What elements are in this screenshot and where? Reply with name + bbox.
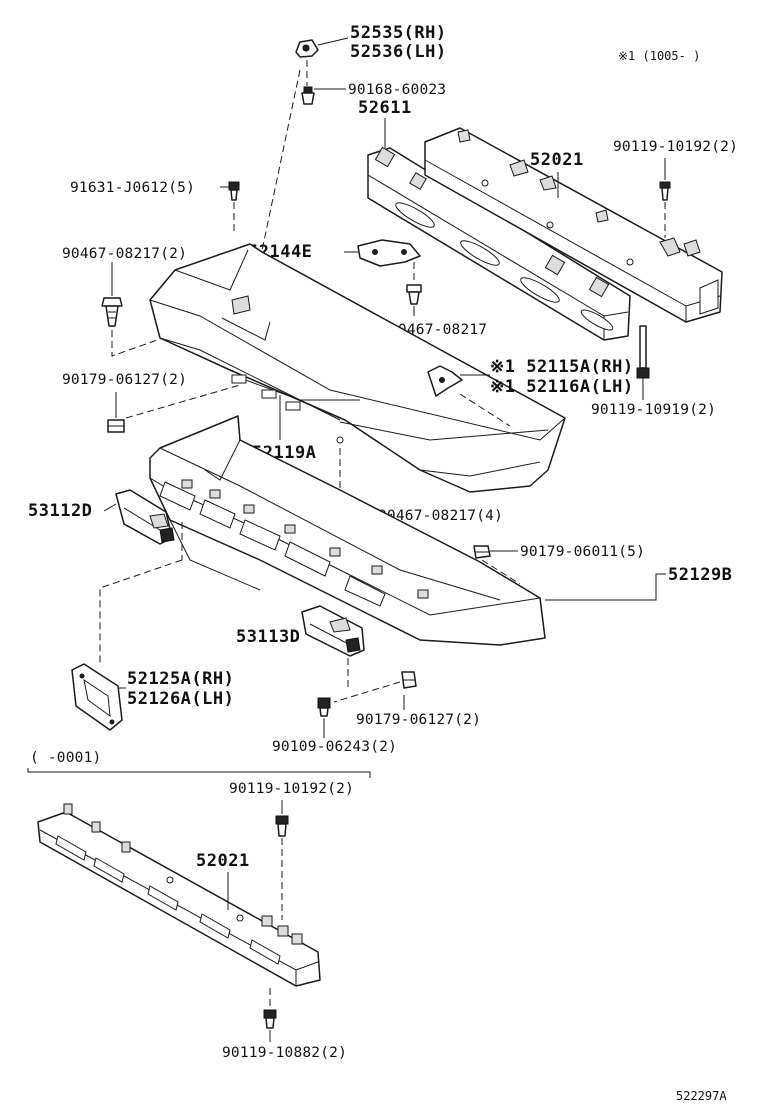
bolt-90119-10192-bottom <box>275 815 289 837</box>
label-90467-2: 90467-08217(2) <box>62 246 187 262</box>
bolt-91631 <box>228 181 240 201</box>
bolt-90168 <box>301 86 315 105</box>
label-90179-06011: 90179-06011(5) <box>520 544 645 560</box>
label-52535: 52535(RH) <box>350 23 447 43</box>
label-52116a: ※1 52116A(LH) <box>490 377 634 397</box>
bracket-52144e <box>357 239 421 267</box>
drawing-number: 522297A <box>676 1089 727 1103</box>
label-90179-06127-bottom: 90179-06127(2) <box>356 712 481 728</box>
bracket-52115a <box>427 365 463 397</box>
bumper-cover-52119a <box>149 243 566 493</box>
retainer-52535 <box>295 39 319 58</box>
label-91631: 91631-J0612(5) <box>70 180 195 196</box>
note-top: ※1 (1005- ) <box>618 49 700 63</box>
label-52021-top: 52021 <box>530 150 584 170</box>
label-53112d: 53112D <box>28 501 92 521</box>
lower-cover-52129b <box>149 415 546 646</box>
label-52129b: 52129B <box>668 565 732 585</box>
label-52536: 52536(LH) <box>350 42 447 62</box>
label-90179-06127-left: 90179-06127(2) <box>62 372 187 388</box>
label-52126a: 52126A(LH) <box>127 689 234 709</box>
grille-53113d <box>301 605 365 657</box>
label-52611: 52611 <box>358 98 412 118</box>
bolt-90119-10919 <box>636 325 650 379</box>
label-90467-single: 90467-08217 <box>389 322 487 338</box>
label-90168: 90168-60023 <box>348 82 446 98</box>
label-90119-10882: 90119-10882(2) <box>222 1045 347 1061</box>
label-53113d: 53113D <box>236 627 300 647</box>
nut-90179-06127-bottom <box>401 671 417 689</box>
label-52115a: ※1 52115A(RH) <box>490 357 634 377</box>
clip-90467-single <box>406 284 422 305</box>
label-52021-bottom: 52021 <box>196 851 250 871</box>
absorber-52611 <box>367 146 631 341</box>
label-90119-10919: 90119-10919(2) <box>591 402 716 418</box>
bolt-90119-10882 <box>263 1009 277 1029</box>
bolt-90109 <box>317 697 331 717</box>
nut-90179-left <box>107 419 125 433</box>
label-90119-10192-bottom: 90119-10192(2) <box>229 781 354 797</box>
bolt-90119-10192-top <box>659 181 671 201</box>
note-bottom: ( -0001) <box>30 750 101 766</box>
label-52125a: 52125A(RH) <box>127 669 234 689</box>
bracket-52125a <box>71 663 123 731</box>
clip-90467-left <box>101 297 123 327</box>
reinforcement-52021-bottom <box>37 803 321 987</box>
grille-53112d <box>115 489 175 545</box>
label-90467-4: 90467-08217(4) <box>378 508 503 524</box>
reinforcement-52021-top <box>424 127 723 323</box>
label-90119-10192-top: 90119-10192(2) <box>613 139 738 155</box>
nut-90179-06011 <box>473 545 491 559</box>
label-90109: 90109-06243(2) <box>272 739 397 755</box>
